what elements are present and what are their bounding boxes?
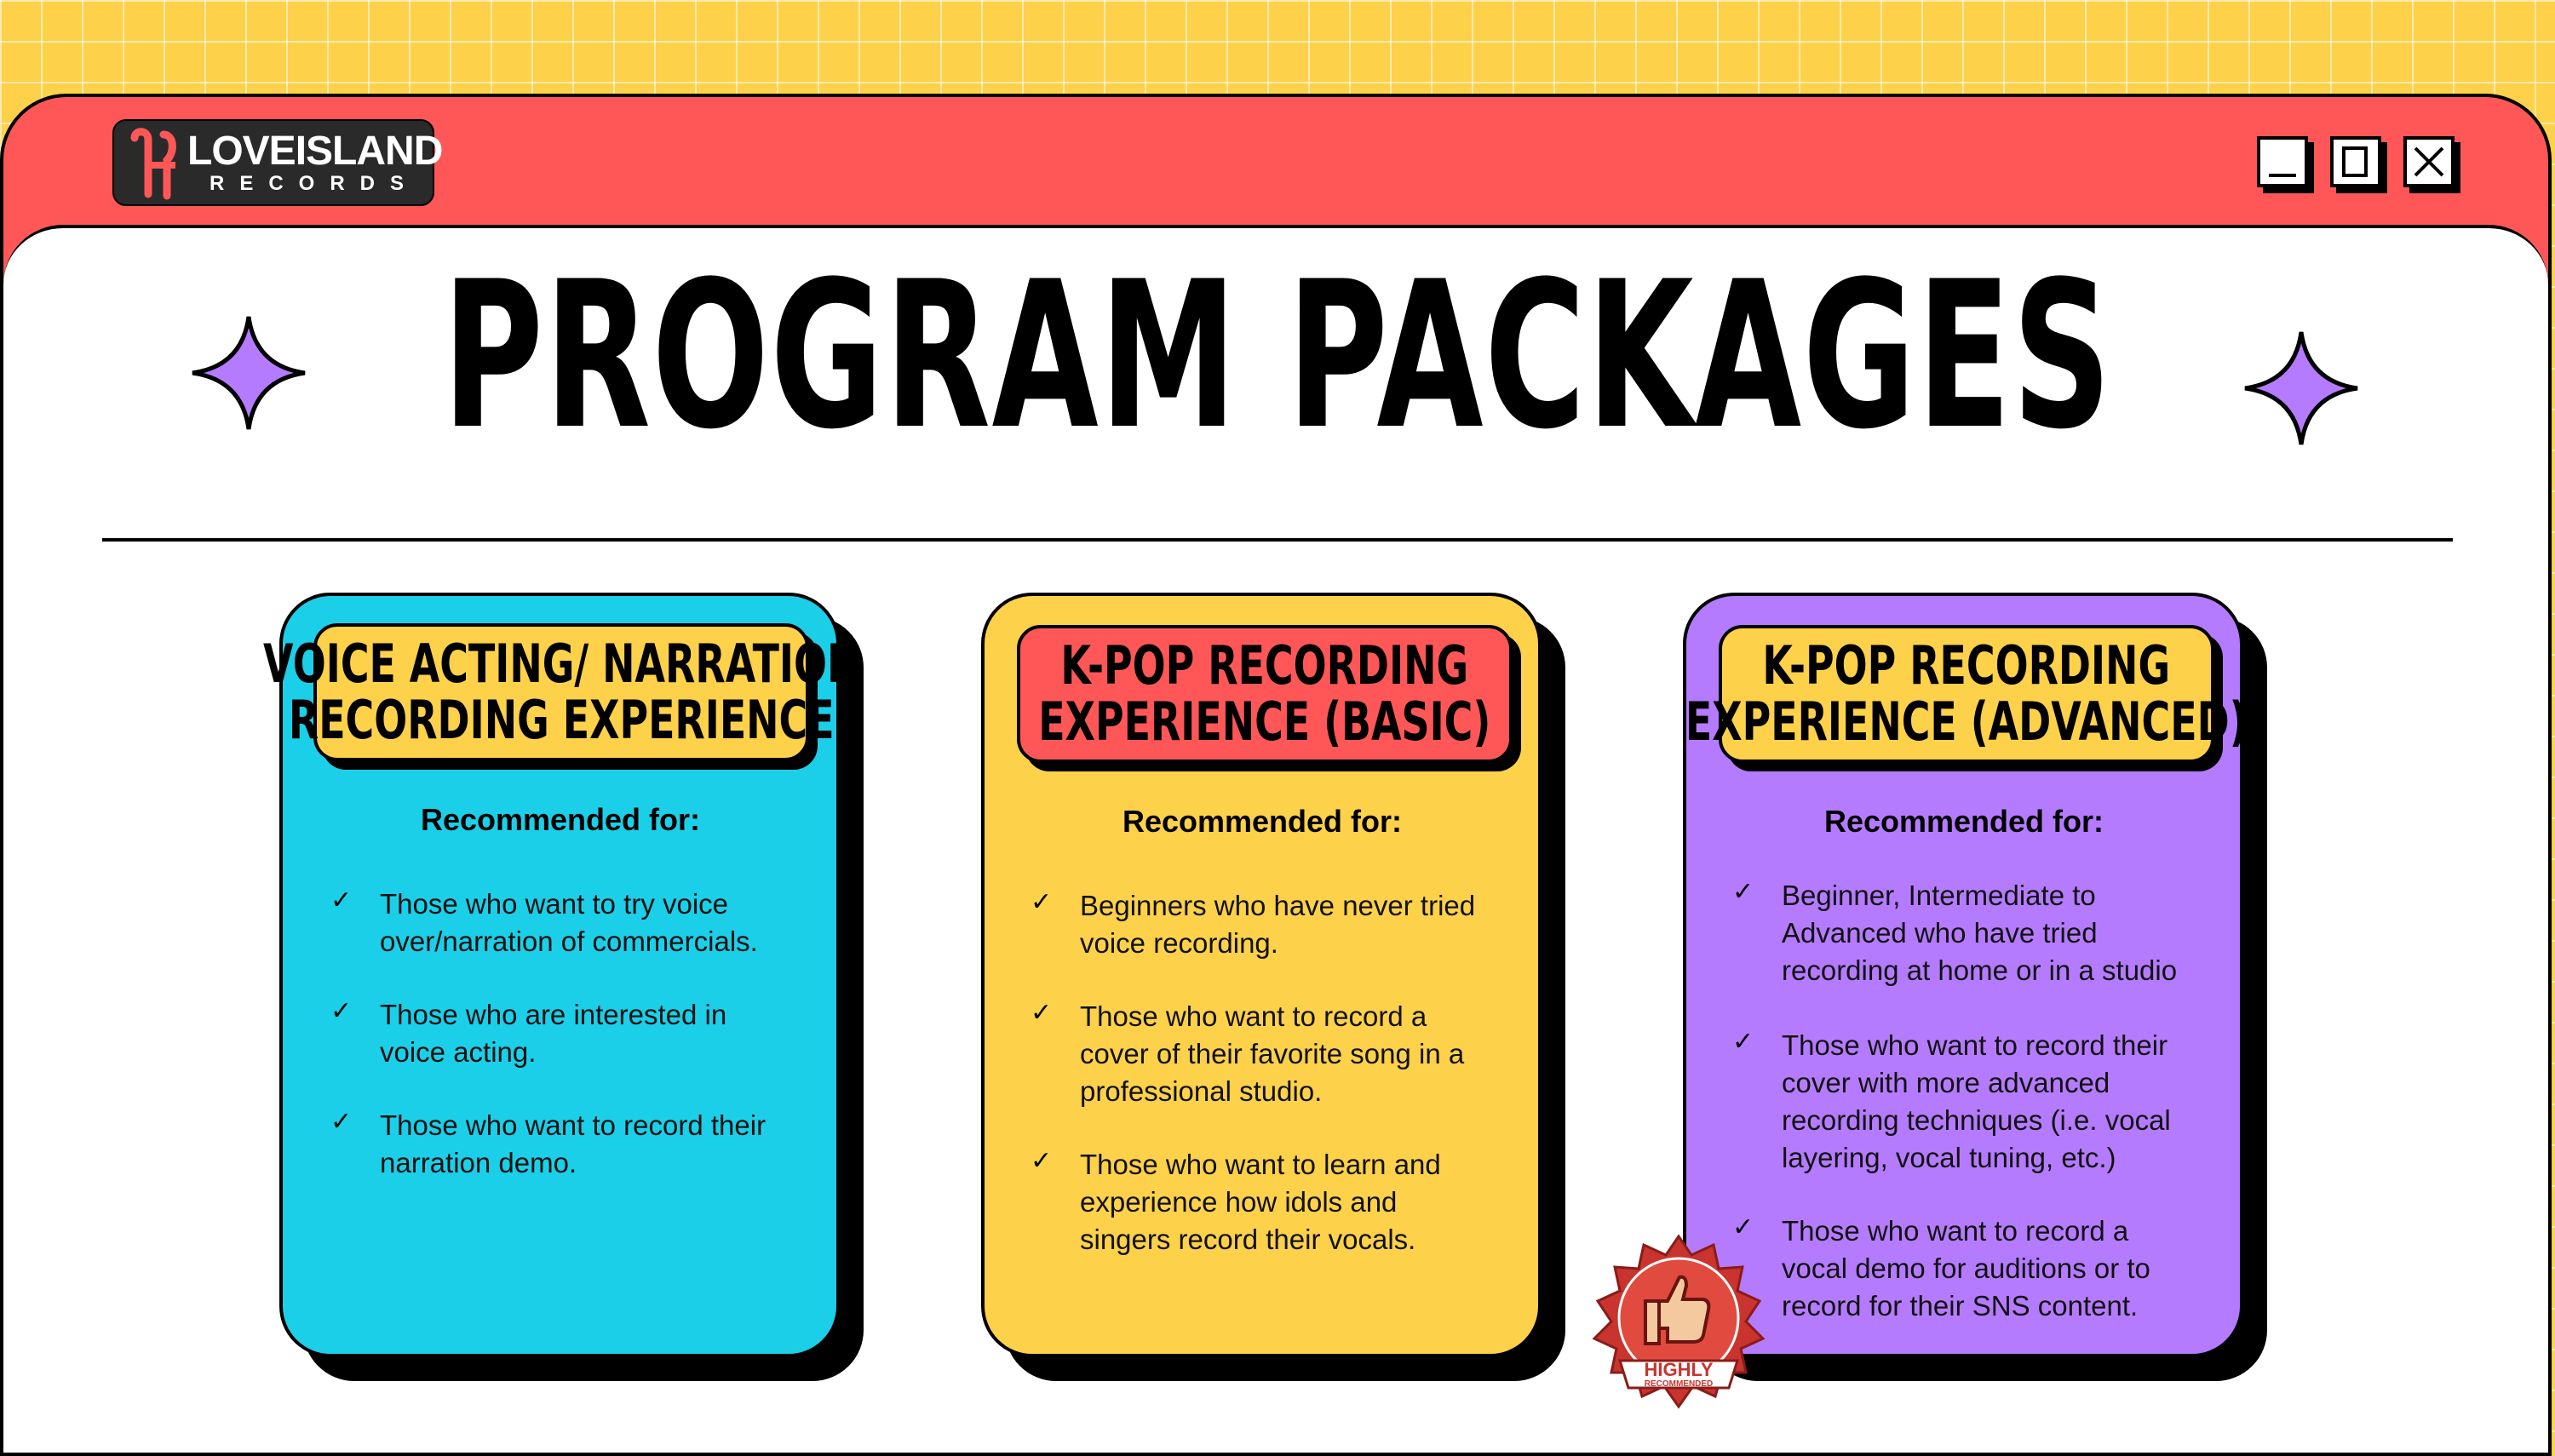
check-icon: ✓	[330, 1107, 353, 1137]
minimize-button[interactable]	[2257, 136, 2308, 187]
recommended-label: Recommended for:	[1823, 804, 2104, 839]
package-card-kpop-basic[interactable]: K-POP RECORDING EXPERIENCE (BASIC) Recom…	[981, 593, 1542, 1357]
maximize-icon	[2342, 146, 2368, 177]
item-text: Those who want to record a	[1080, 1000, 1427, 1032]
item-text: over/narration of commercials.	[380, 926, 758, 957]
item-text: Those who are interested in	[380, 999, 727, 1030]
package-title-line: K-POP RECORDING	[1762, 634, 2171, 696]
brand-logo: LOVEISLAND RECORDS	[112, 119, 443, 206]
recommended-label: Recommended for:	[420, 802, 701, 837]
item-text: Those who want to learn and	[1080, 1149, 1441, 1180]
package-title-line: EXPERIENCE (BASIC)	[1038, 691, 1491, 753]
recommended-label: Recommended for:	[1122, 804, 1403, 839]
item-text: cover of their favorite song in a	[1080, 1038, 1465, 1069]
badge-line2: RECOMMENDED	[1645, 1379, 1714, 1389]
package-title-line: RECORDING EXPERIENCE	[288, 689, 835, 751]
title-divider	[102, 538, 2453, 542]
item-text: Those who want to record their	[380, 1109, 766, 1141]
thumbs-up-icon	[1592, 1234, 1766, 1409]
sparkle-icon	[192, 316, 306, 430]
close-button[interactable]	[2403, 136, 2455, 187]
item-text: cover with more advanced	[1782, 1067, 2110, 1098]
check-icon: ✓	[1732, 1212, 1754, 1242]
item-text: Those who want to record their	[1782, 1029, 2168, 1061]
logo-mark-icon	[130, 128, 176, 200]
item-text: Beginner, Intermediate to	[1782, 880, 2096, 911]
item-text: Advanced who have tried	[1782, 917, 2098, 949]
sparkle-icon	[2244, 331, 2358, 445]
item-text: voice recording.	[1080, 927, 1278, 959]
item-text: Beginners who have never tried	[1080, 890, 1476, 921]
package-title-badge: K-POP RECORDING EXPERIENCE (ADVANCED)	[1685, 625, 2248, 763]
package-title-line: K-POP RECORDING	[1060, 634, 1469, 696]
minimize-icon	[2269, 174, 2296, 177]
highly-recommended-badge: HIGHLY RECOMMENDED	[1592, 1234, 1766, 1409]
badge-line1: HIGHLY	[1644, 1359, 1713, 1380]
check-icon: ✓	[330, 996, 353, 1026]
item-text: singers record their vocals.	[1080, 1224, 1416, 1255]
package-title-line: VOICE ACTING/ NARRATION	[262, 633, 860, 695]
item-text: Those who want to record a	[1782, 1215, 2129, 1247]
package-card-voice-acting[interactable]: VOICE ACTING/ NARRATION RECORDING EXPERI…	[263, 593, 859, 1357]
maximize-button[interactable]	[2330, 136, 2381, 187]
package-card-kpop-advanced[interactable]: K-POP RECORDING EXPERIENCE (ADVANCED) Re…	[1683, 593, 2248, 1357]
check-icon: ✓	[1031, 1146, 1053, 1176]
close-icon	[2414, 146, 2444, 177]
item-text: voice acting.	[380, 1036, 537, 1068]
package-title-line: EXPERIENCE (ADVANCED)	[1685, 691, 2248, 753]
check-icon: ✓	[1732, 877, 1754, 907]
item-text: record for their SNS content.	[1782, 1290, 2139, 1321]
check-icon: ✓	[330, 886, 353, 915]
item-text: professional studio.	[1080, 1075, 1323, 1107]
page-title: PROGRAM PACKAGES	[442, 238, 2113, 474]
item-text: experience how idols and	[1080, 1186, 1398, 1218]
logo-main-text: LOVEISLAND	[187, 129, 443, 174]
package-title-badge: K-POP RECORDING EXPERIENCE (BASIC)	[1017, 625, 1513, 763]
item-text: vocal demo for auditions or to	[1782, 1253, 2150, 1284]
item-text: recording at home or in a studio	[1782, 954, 2178, 986]
logo-sub-text: RECORDS	[210, 172, 420, 195]
item-text: narration demo.	[380, 1147, 577, 1178]
check-icon: ✓	[1031, 887, 1053, 917]
package-title-badge: VOICE ACTING/ NARRATION RECORDING EXPERI…	[263, 623, 859, 761]
item-text: recording techniques (i.e. vocal	[1782, 1104, 2171, 1136]
item-text: Those who want to try voice	[380, 888, 729, 920]
check-icon: ✓	[1031, 998, 1053, 1028]
item-text: layering, vocal tuning, etc.)	[1782, 1142, 2116, 1173]
check-icon: ✓	[1732, 1027, 1754, 1057]
